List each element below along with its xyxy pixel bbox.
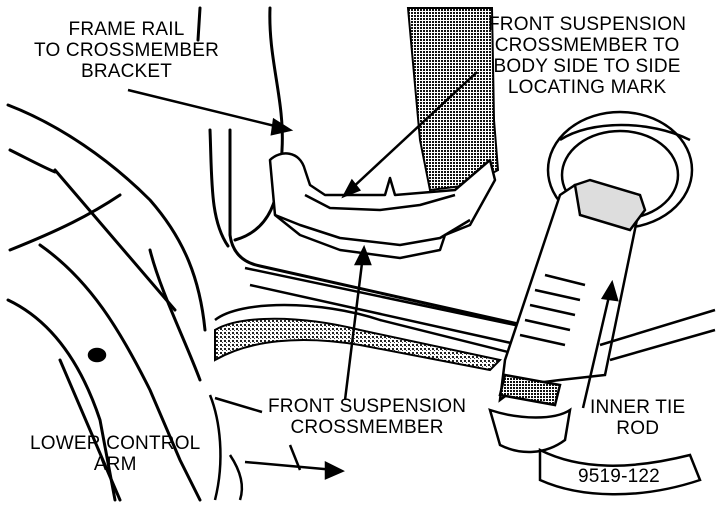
label-frame-rail-bracket-line2: TO CROSSMEMBER xyxy=(34,40,220,61)
label-locating-mark-line2: CROSSMEMBER TO xyxy=(494,35,680,56)
label-locating-mark-line3: BODY SIDE TO SIDE xyxy=(493,56,681,77)
label-crossmember-line2: CROSSMEMBER xyxy=(290,417,444,438)
label-inner-tie-rod-line2: ROD xyxy=(616,418,660,439)
label-crossmember-line1: FRONT SUSPENSION xyxy=(268,396,467,417)
crossmember-bracket xyxy=(268,152,497,260)
label-locating-mark-line1: FRONT SUSPENSION xyxy=(488,14,687,35)
label-lower-control-arm: LOWER CONTROL ARM xyxy=(30,433,200,475)
label-crossmember: FRONT SUSPENSION CROSSMEMBER xyxy=(268,396,466,438)
body-panel-shading xyxy=(406,7,500,192)
label-frame-rail-bracket-line1: FRAME RAIL xyxy=(68,19,185,40)
label-locating-mark-line4: LOCATING MARK xyxy=(507,77,667,98)
label-locating-mark: FRONT SUSPENSION CROSSMEMBER TO BODY SID… xyxy=(488,14,686,98)
label-lower-control-arm-line2: ARM xyxy=(93,454,137,475)
leader-lines xyxy=(127,71,619,480)
floor-shading xyxy=(214,317,503,372)
label-frame-rail-bracket-line3: BRACKET xyxy=(80,61,173,82)
figure-number: 9519-122 xyxy=(578,466,660,487)
label-inner-tie-rod: INNER TIE ROD xyxy=(590,397,685,439)
tie-rod-assembly xyxy=(488,110,716,496)
control-arm-detail xyxy=(87,347,302,501)
label-lower-control-arm-line1: LOWER CONTROL xyxy=(30,433,201,454)
label-inner-tie-rod-line1: INNER TIE xyxy=(590,397,686,418)
frame-rail xyxy=(6,6,602,502)
label-frame-rail-bracket: FRAME RAIL TO CROSSMEMBER BRACKET xyxy=(34,19,219,82)
